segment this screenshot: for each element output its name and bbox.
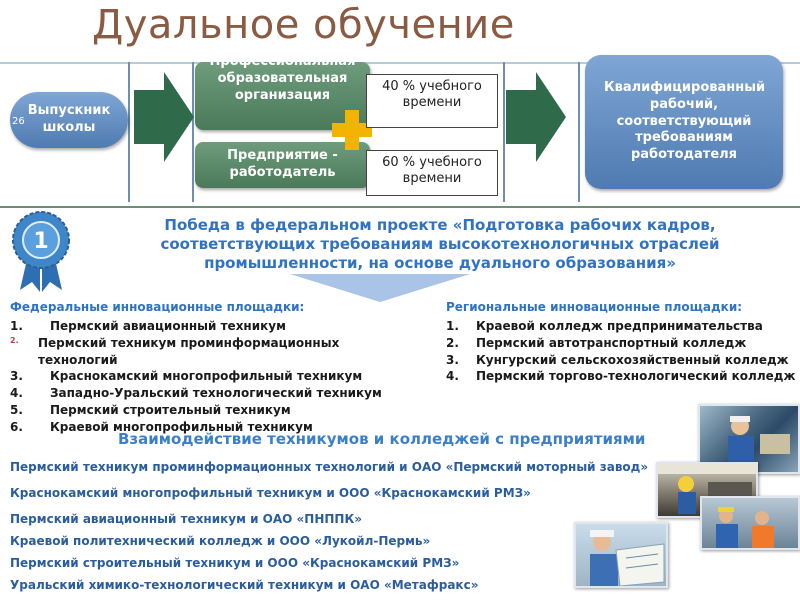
list-item: 1. Краевой колледж предпринимательства (446, 318, 800, 335)
list-number: 1. (10, 319, 23, 333)
list-text: Пермский авиационный техникум (50, 319, 286, 333)
list-text: Кунгурский сельскохозяйственный колледж (476, 352, 789, 367)
enterprise-label: Предприятие - работодатель (227, 148, 338, 180)
cooperation-title: Взаимодействие техникумов и колледжей с … (118, 430, 646, 448)
federal-list: 1. Пермский авиационный техникум 2. Пермск… (10, 318, 430, 436)
blueprint-icon (590, 530, 665, 587)
list-item: 1. Пермский авиационный техникум (10, 318, 430, 335)
result-box: Квалифицированный рабочий, соответствующ… (585, 55, 783, 189)
plus-icon (332, 110, 372, 150)
list-item: 2. Пермский техникум проминформационных т… (10, 335, 430, 369)
cooperation-item: Краснокамский многопрофильный техникум и… (10, 486, 531, 500)
divider-line (578, 62, 580, 202)
slide-number: 26 (12, 116, 25, 127)
percent-top-label: 40 % учебного времени (382, 79, 482, 111)
list-number: 4. (446, 369, 459, 384)
svg-text:1: 1 (33, 229, 48, 254)
result-label: Квалифицированный рабочий, соответствующ… (604, 79, 766, 163)
list-number: 2. (10, 335, 19, 345)
list-item: 3. Кунгурский сельскохозяйственный коллед… (446, 352, 800, 369)
cooperation-item: Пермский авиационный техникум и ОАО «ПНП… (10, 512, 363, 526)
percent-bottom-label: 60 % учебного времени (382, 155, 482, 187)
cooperation-item: Краевой политехнический колледж и ООО «Л… (10, 534, 431, 548)
regional-title: Региональные инновационные площадки: (446, 300, 743, 314)
list-number: 3. (10, 369, 23, 384)
cooperation-item: Уральский химико-технологический технику… (10, 578, 479, 592)
cooperation-item: Пермский строительный техникум и ООО «Кр… (10, 556, 460, 570)
list-item: 3. Краснокамский многопрофильный техникум (10, 368, 430, 385)
list-number: 5. (10, 402, 23, 417)
training-photo (700, 496, 800, 550)
worker-icon (728, 416, 790, 466)
divider-line (503, 62, 505, 202)
list-number: 1. (446, 319, 459, 333)
list-text: Краевой многопрофильный техникум (50, 419, 313, 434)
list-number: 6. (10, 419, 23, 434)
list-item: 6. Краевой многопрофильный техникум (10, 419, 430, 436)
graduates-label: Выпускник школы (27, 103, 111, 135)
list-number: 2. (446, 335, 459, 350)
workers-icon (716, 507, 774, 548)
professional-org-box: Профессиональная образовательная организ… (195, 62, 370, 130)
enterprise-box: Предприятие - работодатель (195, 142, 370, 188)
list-text: Пермский техникум проминформационных тех… (38, 335, 340, 367)
arrow-right-icon (134, 72, 194, 162)
title-underline (0, 62, 800, 64)
divider-line (192, 62, 194, 202)
divider-line (128, 62, 130, 202)
list-number: 3. (446, 352, 459, 367)
list-item: 4. Западно-Уральский технологический техн… (10, 385, 430, 402)
cooperation-item: Пермский техникум проминформационных тех… (10, 460, 649, 474)
list-number: 4. (10, 386, 23, 401)
percent-bottom-box: 60 % учебного времени (366, 150, 498, 196)
regional-list: 1. Краевой колледж предпринимательства 2.… (446, 318, 800, 385)
percent-top-box: 40 % учебного времени (366, 74, 498, 128)
list-item: 2. Пермский автотранспортный колледж (446, 335, 800, 352)
medal-icon: 1 (12, 211, 70, 292)
list-item: 4. Пермский торгово-технологический колле… (446, 368, 800, 385)
list-text: Краснокамский многопрофильный техникум (50, 369, 363, 384)
list-text: Пермский автотранспортный колледж (476, 335, 747, 350)
professional-org-label: Профессиональная образовательная организ… (210, 62, 356, 103)
list-text: Пермский торгово-технологический колледж (476, 369, 796, 384)
page-title: Дуальное обучение (92, 2, 515, 48)
list-text: Пермский строительный техникум (50, 402, 291, 417)
list-text: Западно-Уральский технологический техник… (50, 386, 382, 401)
list-item: 5. Пермский строительный техникум (10, 402, 430, 419)
federal-title: Федеральные инновационные площадки: (10, 300, 305, 314)
headline: Победа в федеральном проекте «Подготовка… (160, 216, 720, 272)
engineers-photo (574, 522, 668, 588)
arrow-down-icon (290, 274, 470, 302)
section-divider (0, 206, 800, 208)
list-text: Краевой колледж предпринимательства (476, 319, 763, 333)
graduates-box: Выпускник школы (10, 92, 128, 148)
arrow-right-icon (506, 72, 566, 162)
